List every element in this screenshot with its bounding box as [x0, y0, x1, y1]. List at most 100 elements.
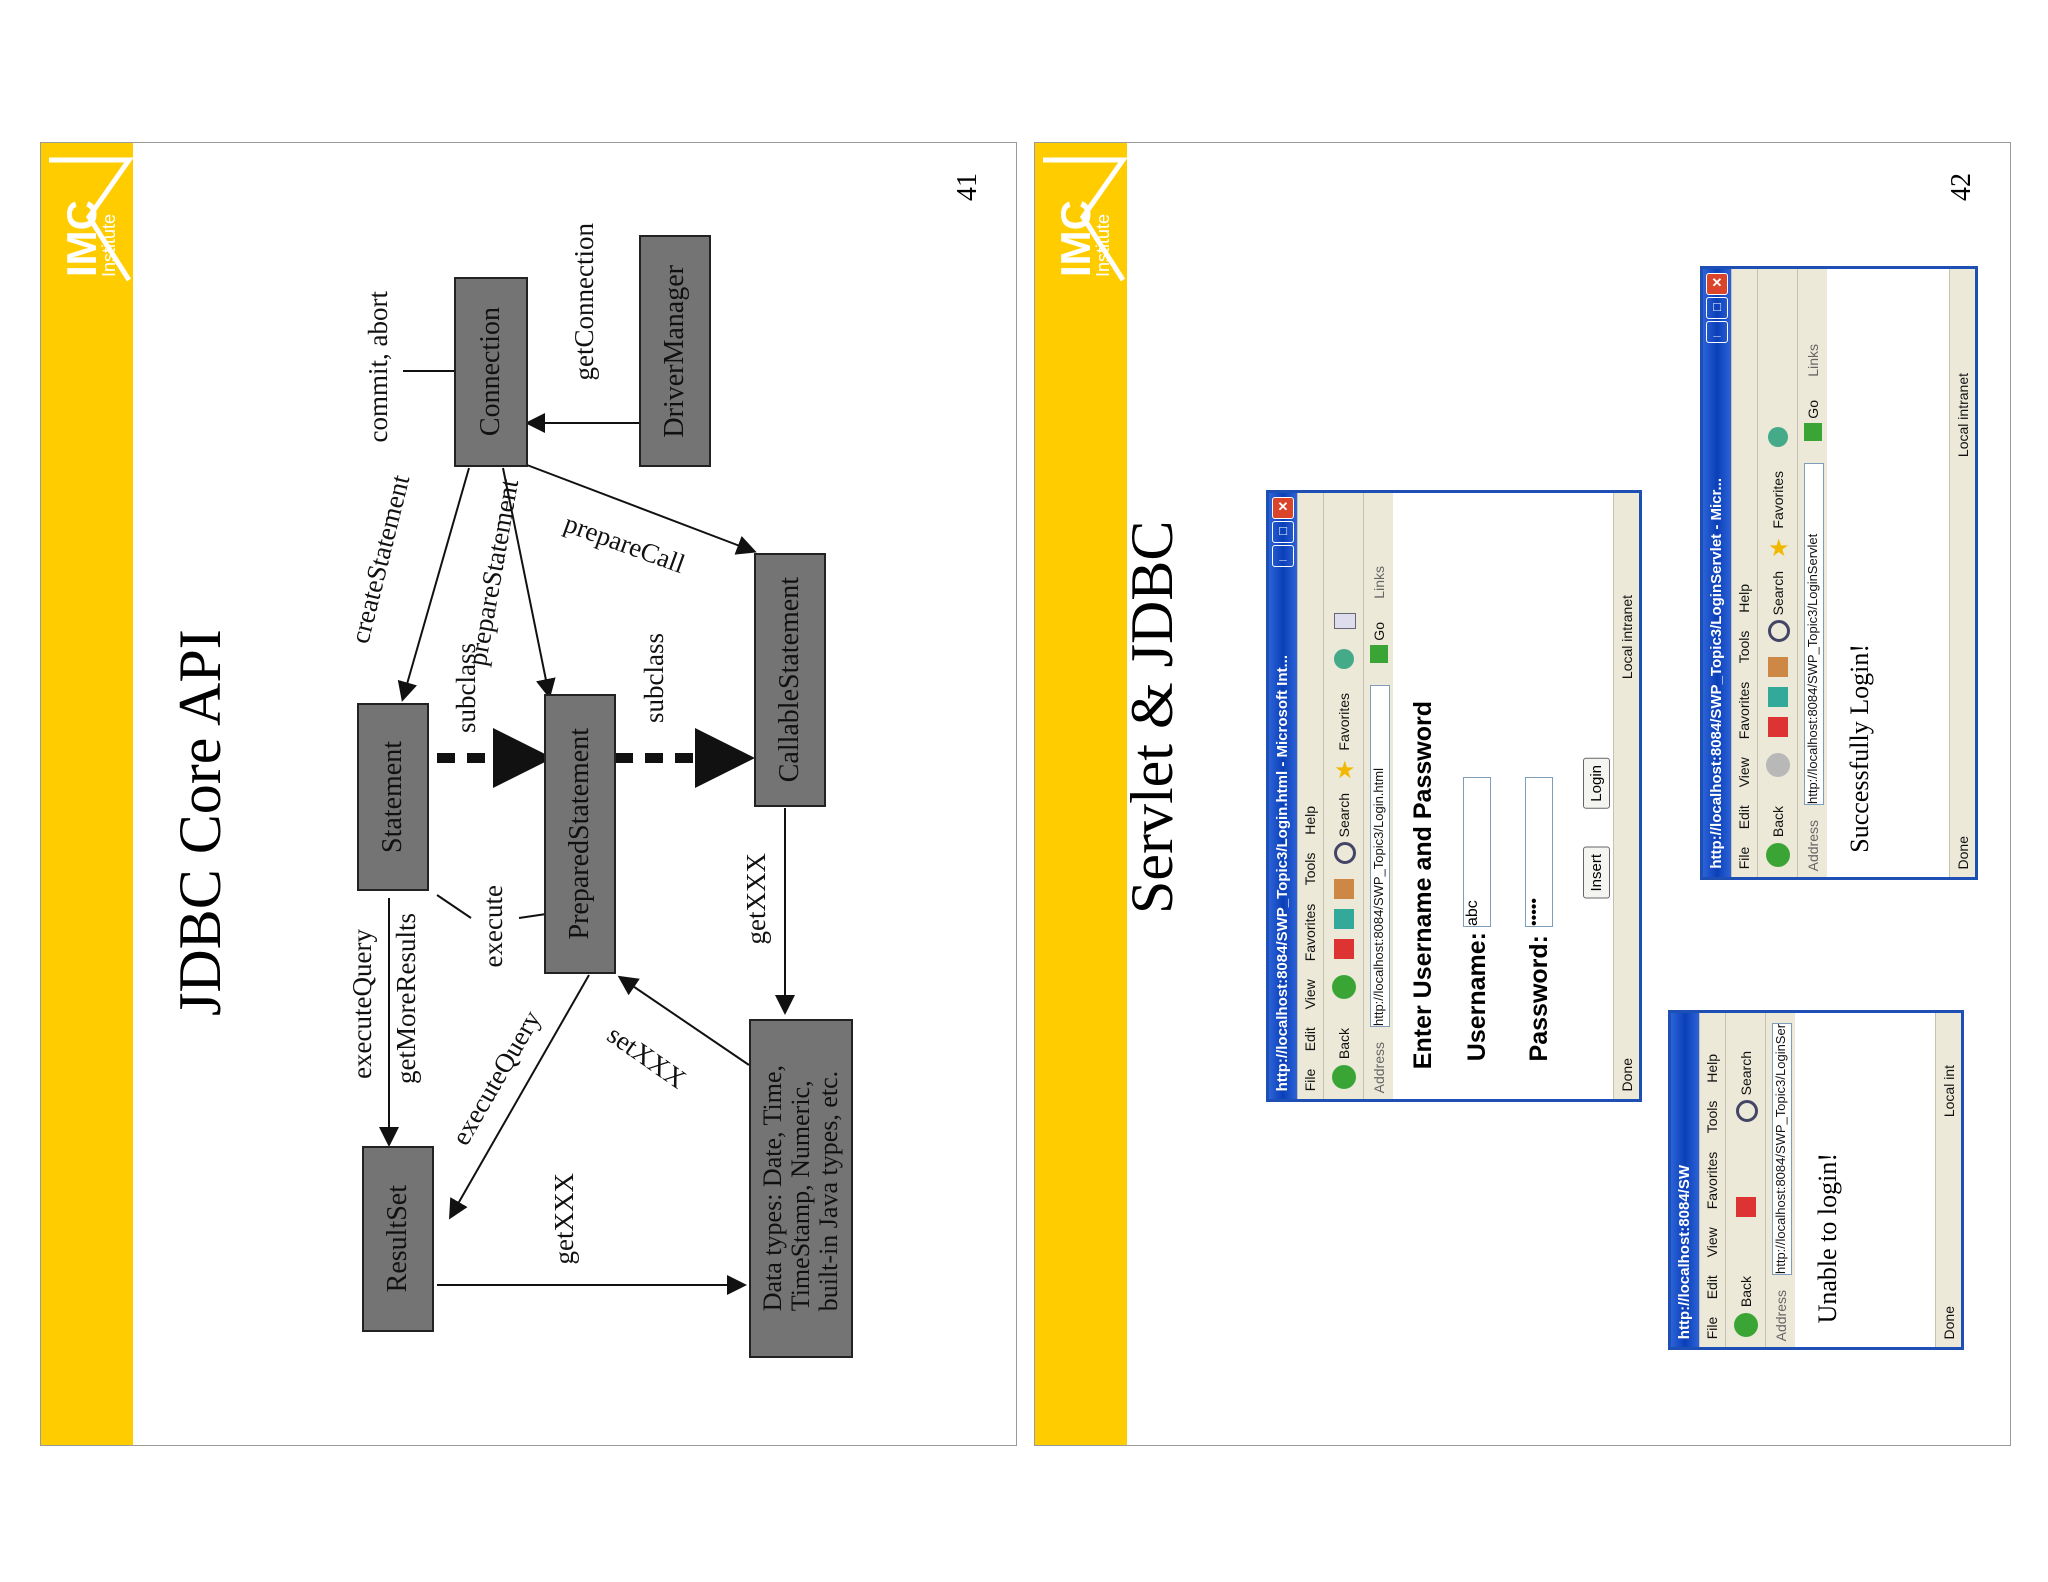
zone-text: Local int	[1941, 1064, 1957, 1117]
menu-view[interactable]: View	[1736, 756, 1752, 787]
menu-bar: File Edit View Favorites Tools Help	[1699, 1013, 1726, 1347]
login-button[interactable]: Login	[1583, 758, 1610, 809]
username-label: Username:	[1463, 931, 1491, 1061]
menu-favorites[interactable]: Favorites	[1704, 1150, 1720, 1209]
arrow-setxxx	[617, 975, 750, 1066]
menu-tools[interactable]: Tools	[1736, 630, 1752, 664]
toolbar: Back Search	[1725, 1013, 1766, 1347]
menu-help[interactable]: Help	[1302, 805, 1318, 835]
menu-file[interactable]: File	[1704, 1316, 1720, 1339]
forward-icon[interactable]	[1332, 975, 1356, 999]
search-button[interactable]: Search	[1770, 570, 1786, 615]
node-callable-statement: CallableStatement	[754, 553, 826, 807]
go-icon[interactable]	[1804, 423, 1822, 441]
address-input[interactable]: http://localhost:8084/SWP_Topic3/Login.h…	[1370, 685, 1390, 1027]
status-bar: Done Local intranet	[1949, 269, 1975, 877]
svg-text:IMC: IMC	[1052, 200, 1099, 277]
message-text: Successfully Login!	[1845, 644, 1874, 853]
forward-icon[interactable]	[1766, 753, 1790, 777]
search-icon[interactable]	[1736, 1100, 1758, 1122]
status-bar: Done Local int	[1935, 1013, 1961, 1347]
back-button[interactable]: Back	[1738, 1275, 1754, 1307]
back-button[interactable]: Back	[1336, 1027, 1352, 1059]
node-driver-manager: DriverManager	[639, 235, 711, 467]
stop-icon[interactable]	[1736, 1197, 1756, 1217]
address-input[interactable]: http://localhost:8084/SWP_Topic3/LoginSe…	[1772, 1023, 1792, 1275]
home-icon[interactable]	[1334, 879, 1354, 899]
search-icon[interactable]	[1334, 842, 1356, 864]
mail-icon[interactable]	[1334, 613, 1356, 629]
go-icon[interactable]	[1370, 645, 1388, 663]
maximize-icon[interactable]: □	[1272, 521, 1294, 543]
favorites-button[interactable]: Favorites	[1770, 471, 1786, 529]
favorites-icon[interactable]: ★	[1768, 535, 1790, 562]
favorites-button[interactable]: Favorites	[1336, 693, 1352, 751]
back-icon[interactable]	[1766, 843, 1790, 867]
search-button[interactable]: Search	[1336, 792, 1352, 837]
media-icon[interactable]	[1768, 427, 1788, 447]
close-icon[interactable]: ✕	[1272, 497, 1294, 519]
arrow-createstatement	[397, 467, 470, 702]
menu-help[interactable]: Help	[1736, 583, 1752, 613]
menu-edit[interactable]: Edit	[1704, 1274, 1720, 1299]
insert-button[interactable]: Insert	[1583, 847, 1610, 899]
message-text: Unable to login!	[1813, 1152, 1842, 1323]
arrow-preparecall	[526, 464, 757, 555]
svg-text:Institute: Institute	[99, 214, 119, 277]
go-button[interactable]: Go	[1371, 622, 1387, 641]
back-icon[interactable]	[1332, 1065, 1356, 1089]
menu-favorites[interactable]: Favorites	[1302, 902, 1318, 961]
page-content: Enter Username and Password Username: ab…	[1393, 493, 1613, 1099]
password-label: Password:	[1525, 934, 1553, 1061]
refresh-icon[interactable]	[1768, 687, 1788, 707]
address-input[interactable]: http://localhost:8084/SWP_Topic3/LoginSe…	[1804, 463, 1824, 805]
slide-41: IMC Institute 41 JDBC Core API Connectio…	[40, 142, 1017, 1446]
label-subclass-2: subclass	[639, 633, 669, 723]
slide-title: Servlet & JDBC	[1119, 520, 1185, 914]
browser-window-login: http://localhost:8084/SWP_Topic3/Login.h…	[1266, 490, 1642, 1102]
stop-icon[interactable]	[1334, 939, 1354, 959]
home-icon[interactable]	[1768, 657, 1788, 677]
label-getconnection: getConnection	[569, 223, 599, 381]
minimize-icon[interactable]: _	[1272, 545, 1294, 567]
status-text: Done	[1941, 1305, 1957, 1339]
go-button[interactable]: Go	[1805, 400, 1821, 419]
menu-edit[interactable]: Edit	[1302, 1026, 1318, 1051]
maximize-icon[interactable]: □	[1706, 297, 1728, 319]
back-button[interactable]: Back	[1770, 805, 1786, 837]
stop-icon[interactable]	[1768, 717, 1788, 737]
search-icon[interactable]	[1768, 620, 1790, 642]
label-executequery: executeQuery	[347, 929, 377, 1079]
links-button[interactable]: Links	[1805, 344, 1821, 377]
menu-help[interactable]: Help	[1704, 1053, 1720, 1083]
svg-text:IMC: IMC	[58, 200, 105, 277]
favorites-icon[interactable]: ★	[1334, 757, 1356, 784]
login-heading: Enter Username and Password	[1409, 700, 1437, 1069]
title-bar: http://localhost:8084/SWP_Topic3/LoginSe…	[1703, 269, 1731, 877]
menu-file[interactable]: File	[1736, 846, 1752, 869]
links-button[interactable]: Links	[1371, 566, 1387, 599]
menu-favorites[interactable]: Favorites	[1736, 680, 1752, 739]
menu-file[interactable]: File	[1302, 1068, 1318, 1091]
minimize-icon[interactable]: _	[1706, 321, 1728, 343]
search-button[interactable]: Search	[1738, 1050, 1754, 1095]
close-icon[interactable]: ✕	[1706, 273, 1728, 295]
node-prepared-statement: PreparedStatement	[544, 694, 616, 974]
refresh-icon[interactable]	[1334, 909, 1354, 929]
username-input[interactable]: abc	[1463, 777, 1491, 927]
jdbc-diagram-arrows	[379, 370, 795, 1295]
menu-tools[interactable]: Tools	[1704, 1100, 1720, 1134]
password-input[interactable]: •••••	[1525, 777, 1553, 927]
media-icon[interactable]	[1334, 649, 1354, 669]
menu-view[interactable]: View	[1302, 978, 1318, 1009]
node-statement: Statement	[357, 703, 429, 891]
imc-logo: IMC Institute	[41, 155, 133, 285]
menu-tools[interactable]: Tools	[1302, 852, 1318, 886]
arrow-preparestatement	[502, 467, 556, 699]
menu-edit[interactable]: Edit	[1736, 804, 1752, 829]
menu-view[interactable]: View	[1704, 1226, 1720, 1257]
browser-window-fail: http://localhost:8084/SW File Edit View …	[1668, 1010, 1964, 1350]
accent-bar	[1035, 143, 1127, 1445]
back-icon[interactable]	[1734, 1313, 1758, 1337]
page-content: Unable to login!	[1795, 1013, 1935, 1347]
